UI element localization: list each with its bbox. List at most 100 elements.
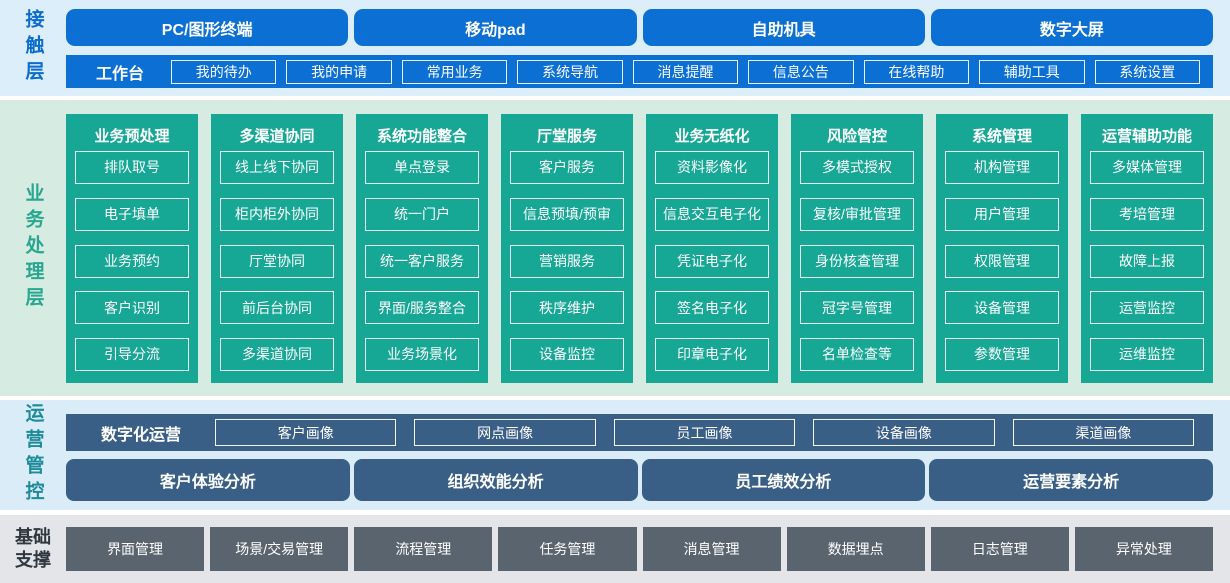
- base-item-task-management: 任务管理: [498, 527, 637, 571]
- analysis-org-efficiency: 组织效能分析: [353, 459, 638, 501]
- column-title: 风险管控: [826, 127, 887, 145]
- biz-item: 用户管理: [945, 197, 1059, 231]
- biz-item: 柜内柜外协同: [220, 197, 334, 231]
- biz-item: 客户服务: [510, 151, 624, 184]
- biz-item: 参数管理: [945, 338, 1059, 371]
- base-item-scene-transaction: 场景/交易管理: [210, 527, 349, 571]
- biz-item: 签名电子化: [655, 291, 769, 325]
- workbench-item-online-help: 在线帮助: [863, 59, 970, 84]
- terminal-self-service: 自助机具: [642, 9, 925, 46]
- portrait-customer: 客户画像: [215, 419, 397, 446]
- biz-item: 冠字号管理: [800, 291, 914, 325]
- biz-item: 前后台协同: [220, 291, 334, 325]
- biz-item: 秩序维护: [510, 291, 624, 325]
- analysis-customer-experience: 客户体验分析: [66, 459, 350, 501]
- workbench-item-aux-tools: 辅助工具: [979, 59, 1085, 84]
- column-title: 业务无纸化: [674, 127, 750, 145]
- biz-item: 考培管理: [1090, 197, 1204, 231]
- business-layer-label-col: 业务处理层: [0, 100, 66, 396]
- biz-item: 设备管理: [945, 291, 1059, 325]
- ops-layer-body: 数字化运营 客户画像 网点画像 员工画像 设备画像 渠道画像 客户体验分析 组织…: [66, 400, 1230, 510]
- business-columns: 业务预处理 排队取号 电子填单 业务预约 客户识别 引导分流 多渠道协同 线上线…: [66, 100, 1230, 396]
- terminal-pc: PC/图形终端: [66, 9, 349, 46]
- biz-item: 业务预约: [75, 244, 189, 278]
- base-item-log-management: 日志管理: [930, 527, 1069, 571]
- biz-item: 复核/审批管理: [800, 197, 914, 231]
- ops-layer-label: 运营管控: [22, 403, 44, 507]
- biz-item: 多模式授权: [800, 151, 914, 184]
- biz-item: 界面/服务整合: [365, 291, 479, 325]
- base-item-exception-handling: 异常处理: [1074, 527, 1213, 571]
- column-system-integration: 系统功能整合 单点登录 统一门户 统一客户服务 界面/服务整合 业务场景化: [356, 114, 488, 383]
- biz-item: 名单检查等: [800, 338, 914, 371]
- base-support-row: 界面管理 场景/交易管理 流程管理 任务管理 消息管理 数据埋点 日志管理 异常…: [66, 515, 1230, 583]
- operations-control-layer: 运营管控 数字化运营 客户画像 网点画像 员工画像 设备画像 渠道画像 客户体验…: [0, 400, 1230, 510]
- workbench-item-applications: 我的申请: [286, 59, 392, 84]
- base-item-process-management: 流程管理: [354, 527, 493, 571]
- column-title: 运营辅助功能: [1101, 127, 1192, 145]
- biz-item: 凭证电子化: [655, 244, 769, 278]
- column-multichannel: 多渠道协同 线上线下协同 柜内柜外协同 厅堂协同 前后台协同 多渠道协同: [211, 114, 343, 383]
- column-lobby-service: 厅堂服务 客户服务 信息预填/预审 营销服务 秩序维护 设备监控: [501, 114, 633, 383]
- biz-item: 营销服务: [510, 244, 624, 278]
- base-layer-label: 基础支撑: [15, 526, 51, 570]
- biz-item: 单点登录: [365, 151, 479, 184]
- ops-layer-label-col: 运营管控: [0, 400, 66, 510]
- business-processing-layer: 业务处理层 业务预处理 排队取号 电子填单 业务预约 客户识别 引导分流 多渠道…: [0, 100, 1230, 396]
- terminal-row: PC/图形终端 移动pad 自助机具 数字大屏: [66, 9, 1213, 46]
- biz-item: 多渠道协同: [220, 338, 334, 371]
- workbench-item-navigation: 系统导航: [517, 59, 623, 84]
- column-business-preprocess: 业务预处理 排队取号 电子填单 业务预约 客户识别 引导分流: [66, 114, 198, 383]
- digital-operations-label: 数字化运营: [100, 426, 181, 444]
- biz-item: 多媒体管理: [1090, 151, 1204, 184]
- workbench-bar: 工作台 我的待办 我的申请 常用业务 系统导航 消息提醒 信息公告 在线帮助 辅…: [66, 55, 1213, 88]
- portrait-channel: 渠道画像: [1012, 419, 1195, 446]
- column-title: 多渠道协同: [239, 127, 315, 145]
- biz-item: 线上线下协同: [220, 151, 334, 184]
- biz-item: 信息预填/预审: [510, 197, 624, 231]
- biz-item: 运营监控: [1090, 291, 1204, 325]
- contact-layer-label: 接触层: [22, 9, 44, 87]
- portrait-device: 设备画像: [813, 419, 995, 446]
- biz-item: 电子填单: [75, 197, 189, 231]
- terminal-digital-screen: 数字大屏: [930, 9, 1213, 46]
- column-system-management: 系统管理 机构管理 用户管理 权限管理 设备管理 参数管理: [936, 114, 1068, 383]
- base-item-message-management: 消息管理: [642, 527, 781, 571]
- contact-layer-body: PC/图形终端 移动pad 自助机具 数字大屏 工作台 我的待办 我的申请 常用…: [66, 0, 1230, 96]
- analysis-row: 客户体验分析 组织效能分析 员工绩效分析 运营要素分析: [66, 459, 1213, 501]
- column-risk-control: 风险管控 多模式授权 复核/审批管理 身份核查管理 冠字号管理 名单检查等: [791, 114, 923, 383]
- biz-item: 厅堂协同: [220, 244, 334, 278]
- biz-item: 印章电子化: [655, 338, 769, 371]
- column-paperless: 业务无纸化 资料影像化 信息交互电子化 凭证电子化 签名电子化 印章电子化: [646, 114, 778, 383]
- biz-item: 业务场景化: [365, 338, 479, 371]
- biz-item: 统一客户服务: [365, 244, 479, 278]
- base-item-ui-management: 界面管理: [66, 527, 205, 571]
- contact-layer-label-col: 接触层: [0, 0, 66, 96]
- biz-item: 引导分流: [75, 338, 189, 371]
- biz-item: 信息交互电子化: [655, 197, 769, 231]
- contact-layer: 接触层 PC/图形终端 移动pad 自助机具 数字大屏 工作台 我的待办 我的申…: [0, 0, 1230, 96]
- portrait-branch: 网点画像: [414, 419, 596, 446]
- analysis-ops-elements: 运营要素分析: [929, 459, 1213, 501]
- biz-item: 排队取号: [75, 151, 189, 184]
- biz-item: 故障上报: [1090, 244, 1204, 278]
- base-layer-label-col: 基础支撑: [0, 515, 66, 583]
- workbench-item-message-alert: 消息提醒: [632, 59, 739, 84]
- workbench-item-system-settings: 系统设置: [1094, 59, 1200, 84]
- biz-item: 机构管理: [945, 151, 1059, 184]
- biz-item: 设备监控: [510, 338, 624, 371]
- analysis-employee-performance: 员工绩效分析: [641, 459, 926, 501]
- biz-item: 客户识别: [75, 291, 189, 325]
- digital-operations-bar: 数字化运营 客户画像 网点画像 员工画像 设备画像 渠道画像: [66, 414, 1213, 451]
- biz-item: 权限管理: [945, 244, 1059, 278]
- business-layer-label: 业务处理层: [22, 183, 44, 313]
- column-title: 系统管理: [971, 127, 1032, 145]
- column-title: 业务预处理: [94, 127, 170, 145]
- column-title: 系统功能整合: [376, 127, 467, 145]
- biz-item: 运维监控: [1090, 338, 1204, 371]
- portrait-employee: 员工画像: [613, 419, 796, 446]
- biz-item: 资料影像化: [655, 151, 769, 184]
- column-title: 厅堂服务: [536, 127, 597, 145]
- workbench-item-common-business: 常用业务: [401, 59, 508, 84]
- column-ops-auxiliary: 运营辅助功能 多媒体管理 考培管理 故障上报 运营监控 运维监控: [1081, 114, 1213, 383]
